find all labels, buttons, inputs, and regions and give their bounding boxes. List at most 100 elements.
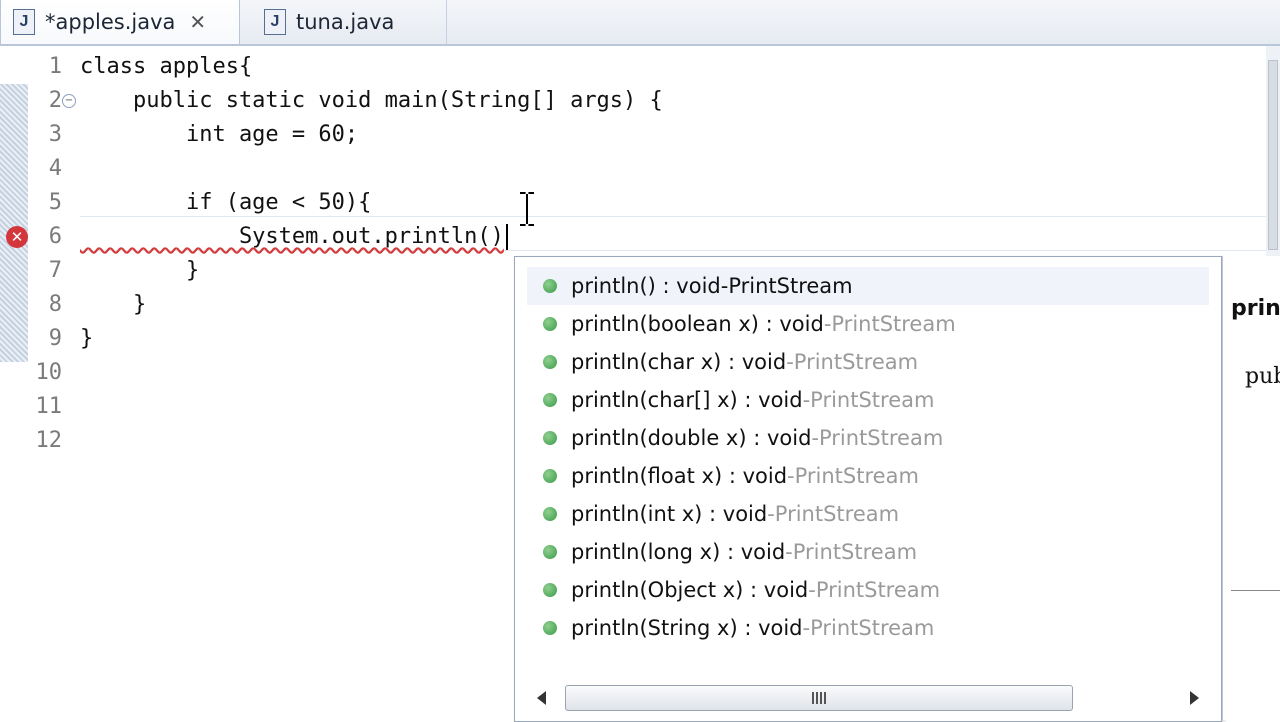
public-method-icon: [543, 621, 557, 635]
line-number: 12: [35, 428, 63, 453]
completion-owner: PrintStream: [793, 350, 919, 374]
line-number: 4: [48, 156, 62, 181]
java-file-icon: J: [264, 9, 286, 35]
change-marker-bar: [0, 84, 28, 362]
completion-method: println() : void: [571, 274, 721, 298]
line-number: 9: [48, 326, 62, 351]
code-text[interactable]: int age = 60;: [80, 122, 359, 147]
grip-icon: [812, 692, 826, 704]
completion-separator: -: [787, 464, 795, 488]
completion-item[interactable]: println(boolean x) : void - PrintStream: [527, 305, 1209, 343]
code-line[interactable]: 8 }: [0, 288, 1280, 322]
code-line-error[interactable]: ✕ 6 System.out.println(): [0, 220, 1280, 254]
completion-item[interactable]: println(double x) : void - PrintStream: [527, 419, 1209, 457]
completion-method: println(float x) : void: [571, 464, 788, 488]
line-number: 6: [48, 224, 62, 249]
java-file-icon: J: [13, 9, 35, 35]
scroll-left-arrow-icon[interactable]: [537, 691, 546, 705]
code-text[interactable]: }: [80, 326, 94, 351]
public-method-icon: [543, 317, 557, 331]
code-text[interactable]: public static void main(String[] args) {: [80, 88, 663, 113]
code-line[interactable]: 10: [0, 356, 1280, 390]
code-line[interactable]: 12: [0, 424, 1280, 458]
line-number: 1: [48, 54, 62, 79]
completion-owner: PrintStream: [819, 426, 944, 450]
public-method-icon: [543, 507, 557, 521]
code-text[interactable]: class apples{: [80, 54, 253, 79]
completion-item[interactable]: println(char x) : void - PrintStream: [527, 343, 1209, 381]
completion-separator: -: [823, 312, 832, 336]
completion-owner: PrintStream: [831, 312, 956, 336]
completion-owner: PrintStream: [728, 274, 853, 298]
completion-item[interactable]: println(int x) : void - PrintStream: [527, 495, 1209, 533]
completion-item[interactable]: println(Object x) : void - PrintStream: [527, 571, 1209, 609]
docs-signature: pub: [1245, 364, 1280, 389]
error-icon[interactable]: ✕: [6, 226, 28, 248]
tab-tuna-java[interactable]: J tuna.java: [238, 0, 447, 44]
completion-item[interactable]: println(long x) : void - PrintStream: [527, 533, 1209, 571]
public-method-icon: [543, 279, 557, 293]
completion-item[interactable]: println(String x) : void - PrintStream: [527, 609, 1209, 647]
code-line[interactable]: 11: [0, 390, 1280, 424]
completion-owner: PrintStream: [792, 540, 918, 564]
line-separator: [80, 250, 1280, 251]
docs-title: print: [1231, 296, 1280, 321]
fold-collapse-icon[interactable]: −: [62, 94, 76, 108]
code-text[interactable]: if (age < 50){: [80, 190, 372, 215]
completion-separator: -: [785, 540, 793, 564]
public-method-icon: [543, 583, 557, 597]
completion-separator: -: [767, 502, 775, 526]
completion-separator: -: [786, 350, 794, 374]
completion-item[interactable]: println(float x) : void - PrintStream: [527, 457, 1209, 495]
completion-owner: PrintStream: [810, 616, 935, 640]
code-line[interactable]: 3 int age = 60;: [0, 118, 1280, 152]
completion-item[interactable]: println(char[] x) : void - PrintStream: [527, 381, 1209, 419]
tab-apples-java[interactable]: J *apples.java ✕: [0, 0, 240, 44]
code-text[interactable]: }: [80, 292, 147, 317]
public-method-icon: [543, 431, 557, 445]
scroll-right-arrow-icon[interactable]: [1190, 691, 1199, 705]
code-line[interactable]: 7 }: [0, 254, 1280, 288]
code-text[interactable]: System.out.println(): [80, 220, 508, 254]
completion-method: println(Object x) : void: [571, 578, 809, 602]
line-number: 11: [35, 394, 63, 419]
completion-separator: -: [802, 388, 811, 412]
completion-method: println(int x) : void: [571, 502, 768, 526]
public-method-icon: [543, 393, 557, 407]
completion-owner: PrintStream: [794, 464, 919, 488]
line-number: 5: [48, 190, 62, 215]
completion-separator: -: [720, 274, 729, 298]
content-assist-popup[interactable]: println() : void - PrintStream println(b…: [514, 256, 1222, 722]
line-number: 8: [48, 292, 62, 317]
line-number: 7: [48, 258, 62, 283]
completion-separator: -: [802, 616, 811, 640]
completion-method: println(char[] x) : void: [571, 388, 803, 412]
line-number: 10: [35, 360, 63, 385]
code-text[interactable]: }: [80, 258, 200, 283]
javadoc-panel: print pub: [1222, 256, 1280, 720]
popup-horizontal-scrollbar[interactable]: [527, 685, 1209, 713]
completion-separator: -: [811, 426, 819, 450]
code-line[interactable]: 5 if (age < 50){: [0, 186, 1280, 220]
completion-method: println(double x) : void: [571, 426, 812, 450]
completion-method: println(char x) : void: [571, 350, 787, 374]
completion-method: println(boolean x) : void: [571, 312, 824, 336]
code-line[interactable]: 1 class apples{: [0, 50, 1280, 84]
completion-method: println(long x) : void: [571, 540, 786, 564]
scroll-thumb[interactable]: [565, 685, 1073, 711]
completion-item[interactable]: println() : void - PrintStream: [527, 267, 1209, 305]
code-line[interactable]: 9 }: [0, 322, 1280, 356]
completion-separator: -: [808, 578, 816, 602]
public-method-icon: [543, 355, 557, 369]
public-method-icon: [543, 469, 557, 483]
error-underlined-code[interactable]: System.out.println(): [80, 224, 504, 249]
code-line[interactable]: 4: [0, 152, 1280, 186]
editor-scroll-thumb[interactable]: [1268, 60, 1278, 250]
close-icon[interactable]: ✕: [189, 10, 207, 34]
completion-owner: PrintStream: [774, 502, 900, 526]
code-line[interactable]: 2 − public static void main(String[] arg…: [0, 84, 1280, 118]
completion-owner: PrintStream: [810, 388, 935, 412]
completion-list[interactable]: println() : void - PrintStream println(b…: [527, 267, 1209, 647]
completion-owner: PrintStream: [815, 578, 941, 602]
text-caret: [505, 224, 508, 250]
